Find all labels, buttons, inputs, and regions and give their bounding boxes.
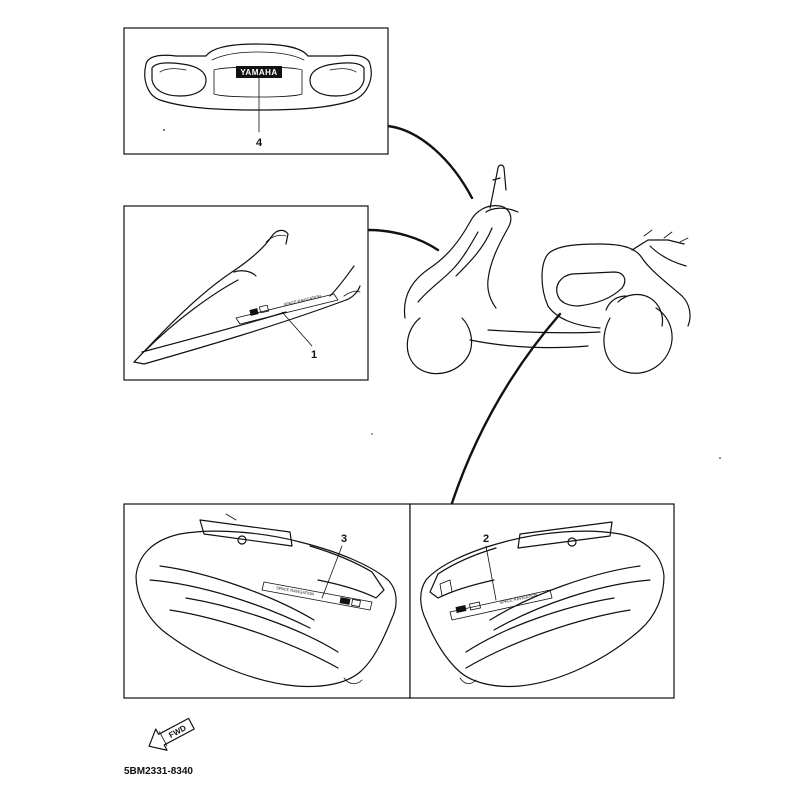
callout-4: 4 — [256, 137, 263, 149]
yamaha-logo-badge: YAMAHA — [236, 66, 282, 78]
right-side-cover-box: SPACE RAVIGATION 2 — [409, 503, 675, 699]
connector-side-panel — [366, 228, 440, 252]
scooter-illustration — [403, 164, 691, 375]
front-panel-box: YAMAHA 4 — [123, 27, 389, 155]
left-side-cover-box: SPACE RAVIGATION 3 — [123, 503, 411, 699]
callout-2: 2 — [483, 533, 489, 545]
logo-text: YAMAHA — [240, 68, 277, 77]
side-panel-frame — [123, 205, 369, 381]
callout-3: 3 — [341, 533, 347, 545]
connector-side-covers — [450, 312, 562, 505]
right-side-cover-frame — [409, 503, 675, 699]
front-panel-frame — [123, 27, 389, 155]
left-decal-text: SPACE RAVIGATION — [276, 585, 315, 597]
diagram-code: 5BM2331-8340 — [124, 766, 193, 777]
fwd-arrow-icon: FWD — [148, 717, 195, 751]
left-decal: SPACE RAVIGATION — [261, 581, 373, 611]
connector-front-panel — [386, 124, 474, 200]
side-panel-box: SPACE RAVIGATION 1 — [123, 205, 369, 381]
callout-1: 1 — [311, 349, 317, 361]
connector-lines — [366, 124, 562, 505]
